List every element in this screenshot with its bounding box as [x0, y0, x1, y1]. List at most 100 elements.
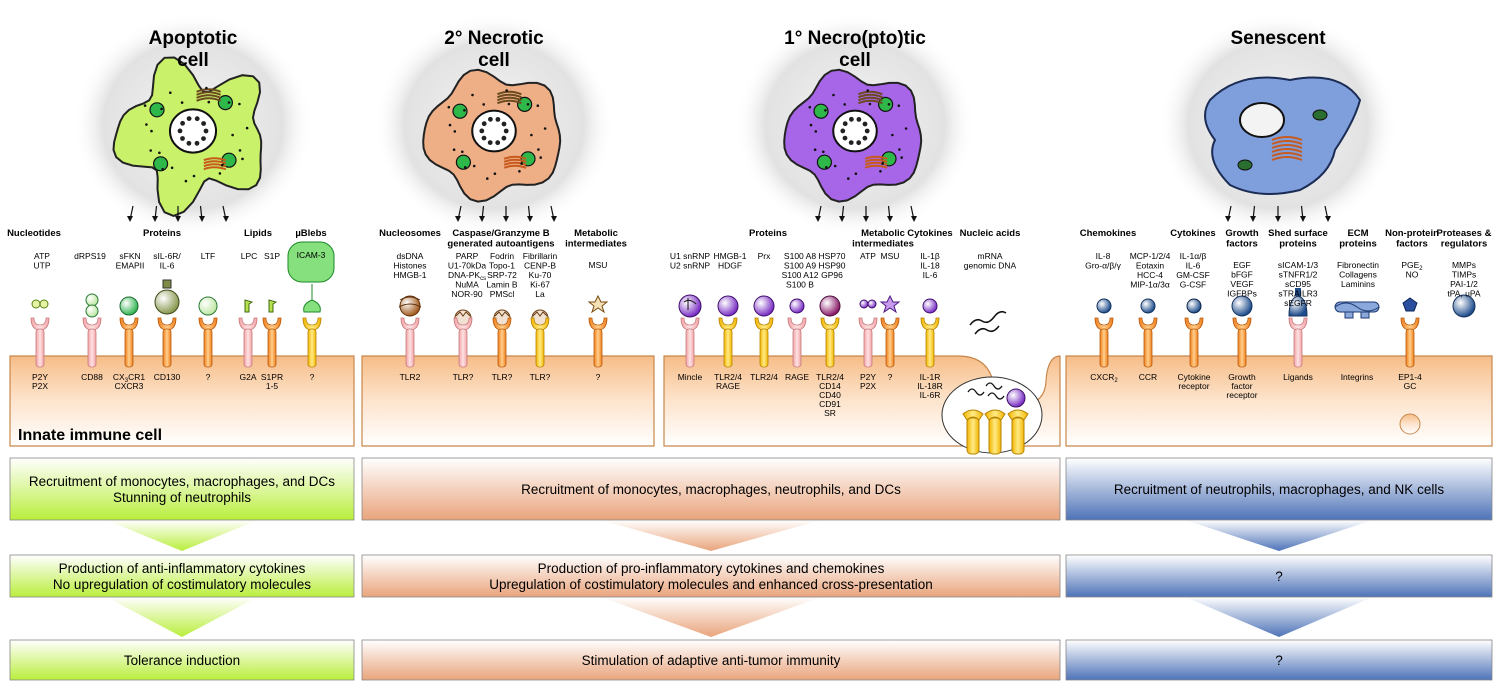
item-nucleosomes-2: HMGB-1 — [393, 270, 426, 280]
title-apoptotic-l1: Apoptotic — [149, 28, 238, 49]
receptor-label-16-0: RAGE — [785, 372, 809, 382]
outcome-box-senescent-2 — [1065, 639, 1493, 681]
category-proteases-1: regulators — [1441, 239, 1487, 250]
receptor-label-20-1: IL-18R — [917, 381, 943, 391]
outcome-text-apoptotic-0-1: Stunning of neutrophils — [113, 490, 251, 505]
category-ublebs-0: µBlebs — [295, 228, 326, 239]
item-nucleotides-0: ATP — [34, 251, 50, 261]
item-cytokines-a-0: IL-1β — [920, 251, 940, 261]
item-s100-3: S100 B — [786, 280, 814, 290]
receptor-10: TLR? — [492, 309, 513, 382]
outcome-box-senescent-0 — [1065, 457, 1493, 521]
outcome-text-necrotic-0-0: Recruitment of monocytes, macrophages, n… — [521, 482, 901, 497]
item-sil6r-0: sIL-6R/ — [153, 251, 181, 261]
item-shed-2: sCD95 — [1285, 279, 1311, 289]
item-il8-1: Gro-α/β/γ — [1085, 261, 1122, 271]
innate-immune-cell-label: Innate immune cell — [18, 427, 162, 444]
item-hmgb-0: HMGB-1 — [713, 251, 746, 261]
item-hsp-2: GP96 — [821, 270, 843, 280]
receptor-27: EP1-4GC — [1398, 297, 1422, 391]
item-proteases-0: MMPs — [1452, 260, 1476, 270]
item-growth-1: bFGF — [1231, 270, 1253, 280]
title-necrotic2-l2: cell — [478, 50, 510, 71]
title-necroptotic-l1: 1° Necro(pto)tic — [784, 28, 926, 49]
receptor-25: Ligands — [1283, 288, 1313, 382]
category-cytokines-a-0: Cytokines — [907, 228, 952, 239]
category-growth-1: factors — [1226, 239, 1258, 250]
outcome-senescent: Recruitment of neutrophils, macrophages,… — [1065, 457, 1493, 681]
category-proteins-a-0: Proteins — [143, 228, 181, 239]
receptor-label-17-1: CD14 — [819, 381, 841, 391]
item-nonprotein-1: NO — [1406, 270, 1419, 280]
item-fodrin-2: SRP-72 — [487, 270, 517, 280]
item-parp-4: NOR-90 — [451, 289, 482, 299]
receptor-label-17-2: CD40 — [819, 390, 841, 400]
item-fibrillarin-0: Fibrillarin — [523, 251, 558, 261]
item-cytokines-b-3: G-CSF — [1180, 280, 1206, 290]
item-ecm-0: Fibronectin — [1337, 260, 1379, 270]
receptor-label-17-4: SR — [824, 408, 836, 418]
item-growth-0: EGF — [1233, 260, 1250, 270]
receptor-label-7-0: ? — [310, 372, 315, 382]
item-hmgb-1: HDGF — [718, 261, 742, 271]
item-nucleic-1: genomic DNA — [964, 261, 1017, 271]
senescent-cell-illustration — [1204, 76, 1362, 195]
endosome-receptor-1: TLR9 — [984, 409, 1006, 472]
receptor-label-22-0: CCR — [1139, 372, 1157, 382]
receptor-label-24-0: Growth — [1228, 372, 1256, 382]
outcome-text-necrotic-1-1: Upregulation of costimulatory molecules … — [489, 577, 933, 592]
item-ecm-2: Laminins — [1341, 279, 1375, 289]
item-u1-0: U1 snRNP — [670, 251, 710, 261]
item-nucleotides-1: UTP — [34, 261, 51, 271]
item-fibrillarin-2: Ku-70 — [529, 270, 552, 280]
item-cytokines-a-2: IL-6 — [923, 270, 938, 280]
item-nucleosomes-0: dsDNA — [397, 251, 424, 261]
receptor-21: CXCR2 — [1090, 298, 1118, 384]
item-cytokines-b-1: IL-6 — [1186, 261, 1201, 271]
receptor-4: ? — [198, 296, 218, 382]
receptor-label-10-0: TLR? — [492, 372, 513, 382]
receptor-15: TLR2/4 — [750, 295, 778, 382]
item-s100-2: S100 A12 — [782, 270, 819, 280]
receptor-label-24-1: factor — [1231, 381, 1252, 391]
title-senescent-l1: Senescent — [1230, 28, 1326, 49]
ublebs-icam3: ICAM-3 — [287, 241, 335, 283]
item-ecm-1: Collagens — [1339, 270, 1377, 280]
item-s100-1: S100 A9 — [784, 261, 816, 271]
receptor-label-18-1: P2X — [860, 381, 876, 391]
receptor-label-9-0: TLR? — [453, 372, 474, 382]
receptor-label-0-0: P2Y — [32, 372, 48, 382]
item-nucleic-0: mRNA — [977, 251, 1002, 261]
item-hsp-0: HSP70 — [819, 251, 846, 261]
item-proteases-3: tPA, uPA — [1447, 289, 1481, 299]
icam3-label: ICAM-3 — [297, 250, 326, 260]
item-growth-3: IGFBPs — [1227, 289, 1257, 299]
title-necrotic2-l1: 2° Necrotic — [444, 28, 544, 49]
receptor-label-20-2: IL-6R — [920, 390, 941, 400]
outcome-text-apoptotic-1-0: Production of anti-inflammatory cytokine… — [59, 561, 306, 576]
membranes — [9, 355, 1493, 454]
outcome-columns: Recruitment of monocytes, macrophages, a… — [9, 457, 1493, 681]
category-proteases-0: Proteases & — [1437, 228, 1492, 239]
category-proteins-b-0: Proteins — [749, 228, 787, 239]
title-apoptotic-l2: cell — [177, 50, 209, 71]
item-sil6r-1: IL-6 — [160, 261, 175, 271]
receptor-7: ? — [302, 284, 322, 382]
outcome-box-apoptotic-2 — [9, 639, 355, 681]
receptor-19: ? — [879, 294, 901, 382]
category-nonprotein-0: Non-protein — [1385, 228, 1439, 239]
receptor-9: TLR? — [453, 309, 474, 382]
category-growth-0: Growth — [1225, 228, 1258, 239]
item-mcp-0: MCP-1/2/4 — [1130, 251, 1171, 261]
receptor-label-13-0: Mincle — [678, 372, 703, 382]
outcome-box-senescent-1 — [1065, 554, 1493, 598]
category-chemokines-0: Chemokines — [1080, 228, 1137, 239]
item-ltf-0: LTF — [201, 251, 215, 261]
item-parp-1: U1-70kDa — [448, 261, 487, 271]
outcome-apoptotic: Recruitment of monocytes, macrophages, a… — [9, 457, 355, 681]
outcome-box-necrotic-1 — [361, 554, 1061, 598]
cell-titles: Apoptotic cell 2° Necrotic cell 1° Necro… — [149, 28, 1327, 71]
item-proteases-1: TIMPs — [1452, 270, 1477, 280]
